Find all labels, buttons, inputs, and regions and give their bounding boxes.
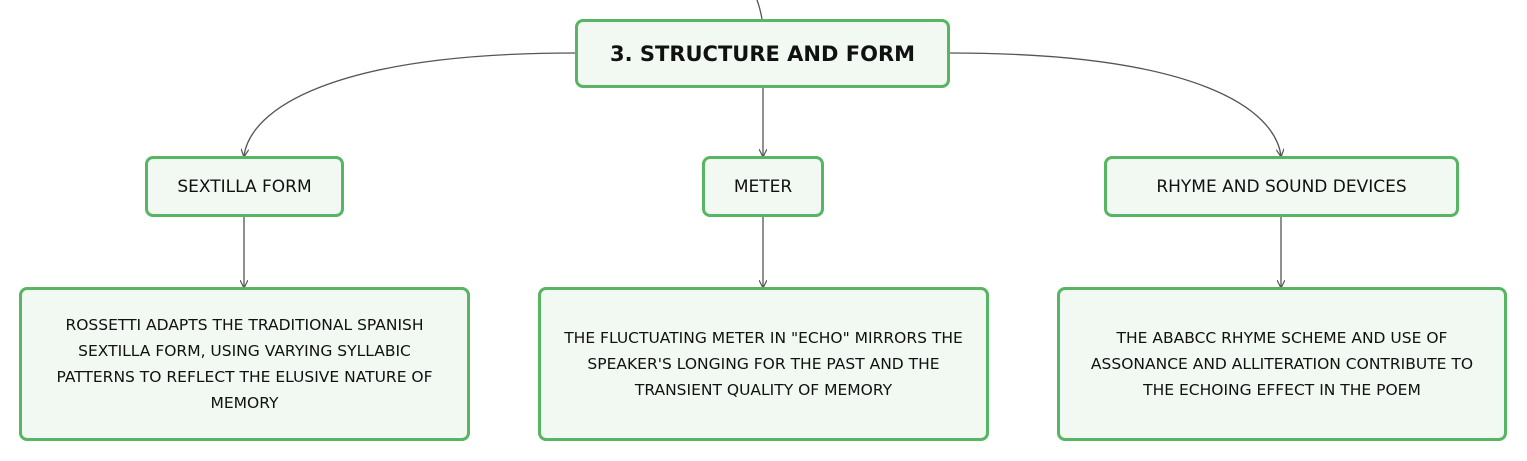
detail-node-text: ROSSETTI ADAPTS THE TRADITIONAL SPANISH … [56,316,433,412]
branch-node-rhyme-and-sound-devices[interactable]: RHYME AND SOUND DEVICES [1104,156,1459,217]
branch-node-meter[interactable]: METER [702,156,824,217]
branch-node-label: SEXTILLA FORM [177,176,312,197]
detail-node-text: THE FLUCTUATING METER IN "ECHO" MIRRORS … [564,329,963,399]
branch-node-sextilla-form[interactable]: SEXTILLA FORM [145,156,344,217]
parent-connector [756,0,763,20]
detail-node-rhyme-and-sound-devices[interactable]: THE ABABCC RHYME SCHEME AND USE OF ASSON… [1057,287,1507,441]
branch-node-label: METER [733,176,793,197]
connector-root-to-rhyme [949,52,1281,156]
detail-node-text: THE ABABCC RHYME SCHEME AND USE OF ASSON… [1090,329,1474,399]
root-node[interactable]: 3. STRUCTURE AND FORM [575,19,950,88]
detail-node-sextilla-form[interactable]: ROSSETTI ADAPTS THE TRADITIONAL SPANISH … [19,287,470,441]
root-node-label: 3. STRUCTURE AND FORM [609,41,916,66]
connector-root-to-sextilla-form [244,52,576,156]
detail-node-meter[interactable]: THE FLUCTUATING METER IN "ECHO" MIRRORS … [538,287,989,441]
branch-node-label: RHYME AND SOUND DEVICES [1156,176,1407,197]
